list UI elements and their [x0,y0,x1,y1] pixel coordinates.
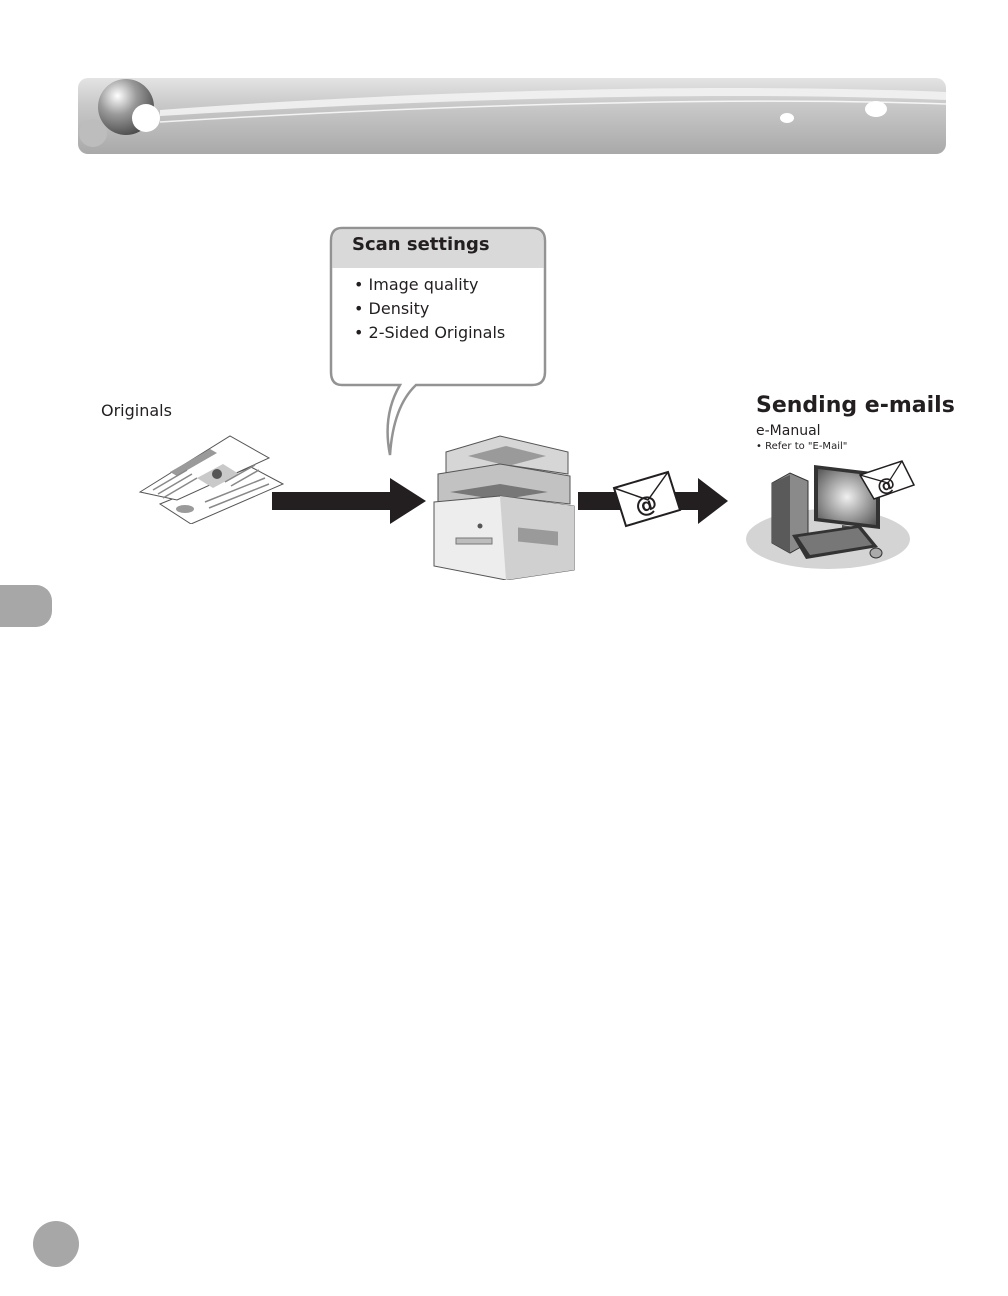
setting-item-image-quality: • Image quality [354,275,478,294]
envelope-icon: @ [612,470,682,528]
setting-item-density: • Density [354,299,429,318]
scan-settings-title: Scan settings [352,234,490,255]
originals-label: Originals [101,401,172,420]
flow-arrow-to-printer [270,478,428,524]
refer-email-label: • Refer to "E-Mail" [756,441,847,452]
scan-settings-bubble [320,220,560,470]
header-banner [0,70,1008,170]
printer-icon [428,434,578,580]
chapter-tab [0,585,52,627]
setting-item-2-sided: • 2-Sided Originals [354,323,505,342]
sending-emails-title: Sending e-mails [756,393,955,418]
computer-icon: @ [742,455,920,573]
emanual-label: e-Manual [756,423,821,439]
page-number-circle [33,1221,79,1267]
documents-icon [135,432,285,524]
